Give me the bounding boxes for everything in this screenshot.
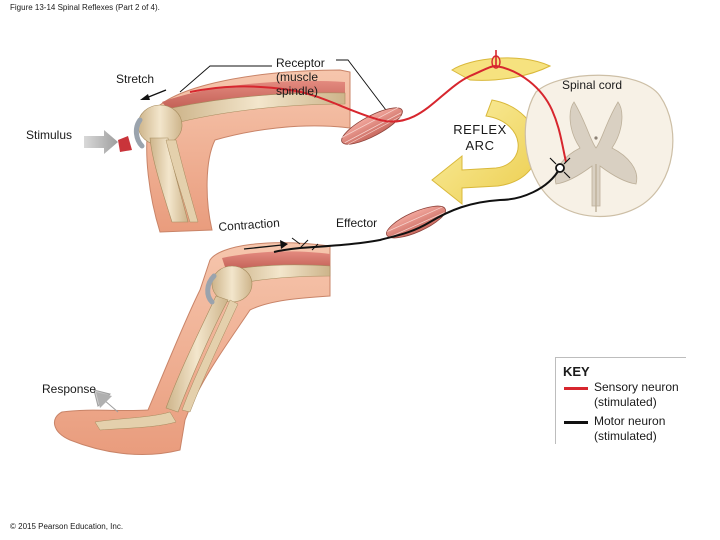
- legend-motor-swatch: [564, 421, 588, 424]
- sensory-neuron: [189, 64, 567, 163]
- legend-title: KEY: [563, 364, 590, 379]
- effector-label: Effector: [336, 216, 378, 230]
- legend-sensory-swatch: [564, 387, 588, 390]
- reflex-arc-label: REFLEX ARC: [453, 122, 507, 153]
- copyright-notice: © 2015 Pearson Education, Inc.: [10, 522, 124, 531]
- figure-caption: Figure 13-14 Spinal Reflexes (Part 2 of …: [10, 3, 160, 12]
- response-label: Response: [42, 382, 97, 396]
- upper-leg: [118, 69, 351, 233]
- muscle-spindle: [341, 107, 403, 145]
- contraction-arrow: [243, 240, 288, 250]
- motor-neuron: [273, 167, 561, 253]
- stretch-arrow: [140, 89, 167, 100]
- spinal-cord-section: [524, 74, 674, 218]
- stretch-label: Stretch: [116, 72, 155, 86]
- effector-muscle: [386, 205, 446, 239]
- receptor-label: Receptor (muscle spindle): [276, 56, 325, 98]
- receptor-leader: [179, 65, 272, 93]
- lower-leg: [54, 242, 331, 455]
- stimulus-arrow: [84, 130, 118, 154]
- legend-key: KEY Sensory neuron (stimulated) Motor ne…: [555, 357, 686, 444]
- spinal-cord-label: Spinal cord: [562, 78, 623, 92]
- stimulus-label: Stimulus: [26, 128, 73, 142]
- legend-sensory-label: Sensory neuron (stimulated): [594, 380, 679, 409]
- legend-motor-label: Motor neuron (stimulated): [594, 414, 666, 443]
- dorsal-root-ganglion: [451, 57, 552, 81]
